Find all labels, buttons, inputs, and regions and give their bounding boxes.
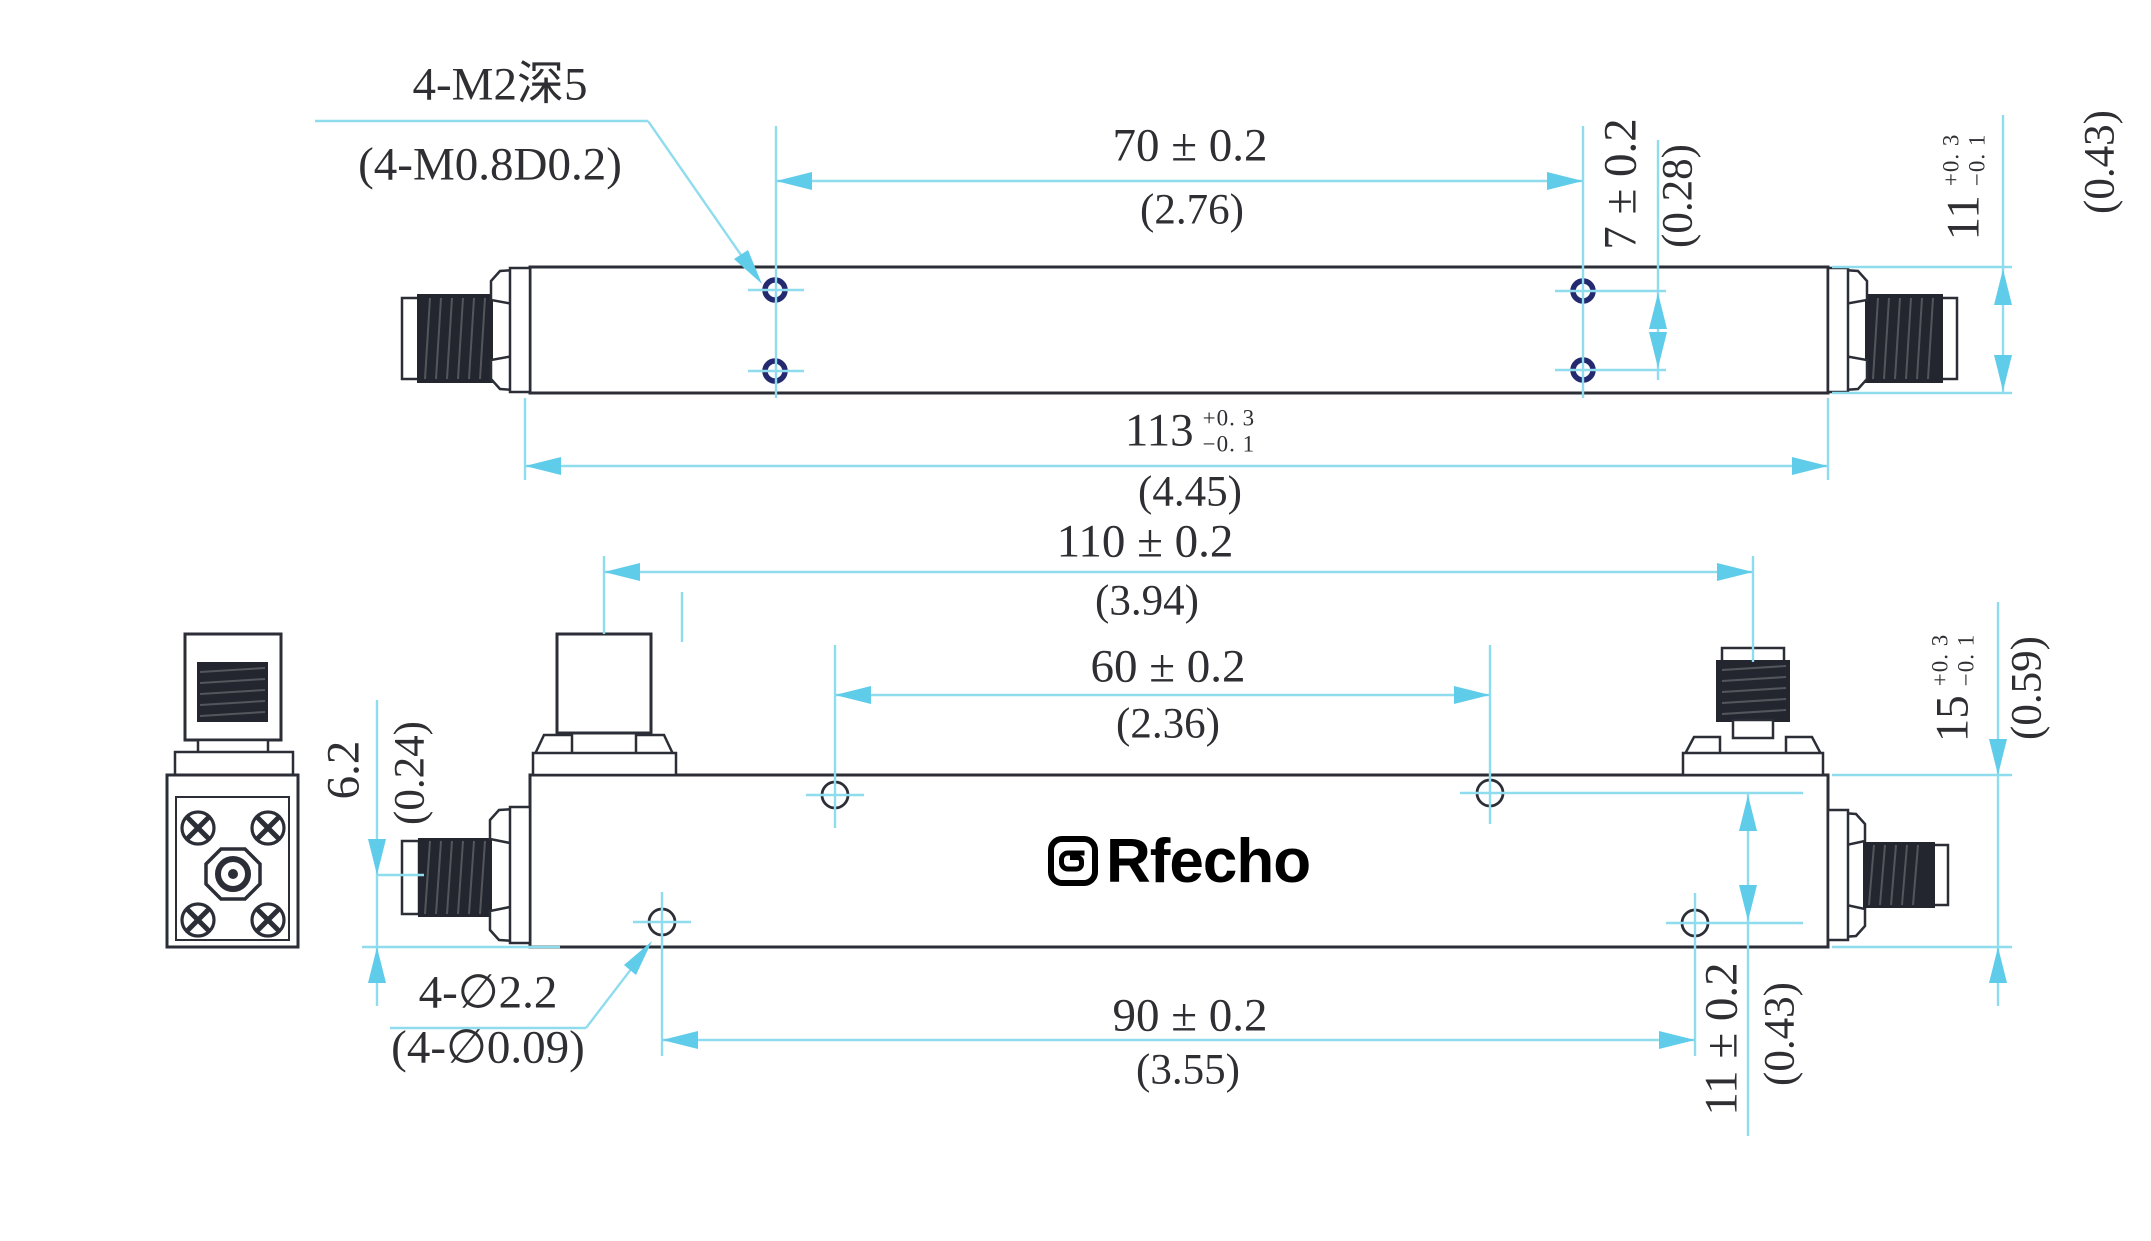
tol-plus: +0. 3	[1202, 405, 1256, 431]
dim-value: 7 ± 0.2	[1594, 118, 1647, 250]
dim-value: 70 ± 0.2	[1112, 119, 1268, 172]
through-hole-callout-line2: (4-∅0.09)	[391, 1021, 585, 1074]
callout-text: (4-M0.8D0.2)	[358, 138, 622, 191]
dim-113-value: 113 +0. 3 −0. 1	[1125, 405, 1255, 457]
dim-110-inch: (3.94)	[1095, 580, 1199, 623]
dim-inch: (4.45)	[1138, 468, 1242, 516]
brand-logo-text: Rfecho	[1106, 826, 1311, 896]
callout-text: 4-M2深5	[412, 58, 588, 111]
tolerance-stack: +0. 3 −0. 1	[1927, 634, 1979, 686]
dim-90-value: 90 ± 0.2	[1112, 989, 1268, 1042]
dim-7-value: 7 ± 0.2	[1594, 118, 1647, 250]
top-view-body	[528, 265, 1830, 395]
dim-value: 15	[1926, 695, 1979, 743]
dim-value: 6.2	[317, 740, 370, 800]
brand-logo: Rfecho	[1048, 827, 1311, 896]
dim-7-inch: (0.28)	[1654, 144, 1702, 248]
dimension-arrows	[368, 172, 2012, 1049]
dim-inch: (3.55)	[1136, 1046, 1240, 1094]
bottom-view-body	[528, 773, 1830, 949]
rfecho-logo-icon	[1048, 836, 1098, 886]
dim-11-bottom-inch: (0.43)	[1756, 982, 1804, 1086]
sma-connector-left-top	[400, 266, 532, 394]
through-hole-callout-line1: 4-∅2.2	[418, 966, 558, 1019]
dim-70-inch: (2.76)	[1140, 189, 1244, 232]
dimension-lines	[315, 115, 2012, 1136]
dim-value: 110 ± 0.2	[1056, 515, 1234, 568]
dim-110-value: 110 ± 0.2	[1056, 515, 1234, 568]
tapped-hole-callout-line1: 4-M2深5	[412, 58, 588, 111]
dim-value: 60 ± 0.2	[1090, 640, 1246, 693]
vertical-port-left	[531, 632, 678, 777]
dim-value: 90 ± 0.2	[1112, 989, 1268, 1042]
dim-value: 11 ± 0.2	[1695, 962, 1748, 1116]
dim-60-value: 60 ± 0.2	[1090, 640, 1246, 693]
dim-inch: (2.76)	[1140, 186, 1244, 234]
sma-connector-right-top	[1826, 266, 1959, 394]
dim-11-bottom-value: 11 ± 0.2	[1695, 962, 1748, 1116]
tol-minus: −0. 1	[1202, 431, 1256, 456]
end-view	[165, 632, 300, 949]
dim-11-top-value: 11 +0. 3 −0. 1	[1938, 134, 1990, 241]
dim-inch: (0.43)	[1756, 982, 1804, 1086]
sma-connector-right-bottom	[1826, 808, 1950, 942]
coax-face	[204, 847, 262, 901]
dim-inch: (0.59)	[2003, 636, 2051, 740]
dim-15-inch: (0.59)	[2003, 636, 2051, 740]
callout-text: (4-∅0.09)	[391, 1021, 585, 1074]
dim-11-top-inch: (0.43)	[2076, 110, 2124, 214]
tol-plus: +0. 3	[1938, 133, 1964, 187]
dim-70-value: 70 ± 0.2	[1112, 119, 1268, 172]
bottom-view	[400, 632, 1950, 949]
top-view	[400, 265, 1959, 395]
dim-value: 113	[1124, 404, 1194, 457]
dim-value: 11	[1937, 195, 1990, 241]
dim-inch: (0.24)	[386, 721, 434, 825]
tolerance-stack: +0. 3 −0. 1	[1938, 134, 1990, 186]
phillips-screws	[180, 810, 286, 938]
dim-113-inch: (4.45)	[1138, 471, 1242, 514]
vertical-sma-right	[1681, 646, 1825, 777]
dim-6-2-value: 6.2	[317, 740, 370, 800]
dim-inch: (0.28)	[1654, 144, 1702, 248]
leader-tapped-holes	[647, 120, 758, 279]
dim-inch: (3.94)	[1095, 577, 1199, 625]
dim-90-inch: (3.55)	[1136, 1049, 1240, 1092]
dim-15-value: 15 +0. 3 −0. 1	[1927, 634, 1979, 742]
sma-connector-left-bottom	[400, 805, 532, 945]
dim-inch: (0.43)	[2076, 110, 2124, 214]
tolerance-stack: +0. 3 −0. 1	[1203, 405, 1255, 457]
tapped-hole-callout-line2: (4-M0.8D0.2)	[358, 138, 622, 191]
tol-minus: −0. 1	[1964, 133, 1989, 187]
callout-text: 4-∅2.2	[418, 966, 558, 1019]
tol-plus: +0. 3	[1927, 633, 1953, 687]
dim-6-2-inch: (0.24)	[386, 721, 434, 825]
dim-inch: (2.36)	[1116, 700, 1220, 748]
dim-60-inch: (2.36)	[1116, 703, 1220, 746]
tol-minus: −0. 1	[1953, 633, 1978, 687]
